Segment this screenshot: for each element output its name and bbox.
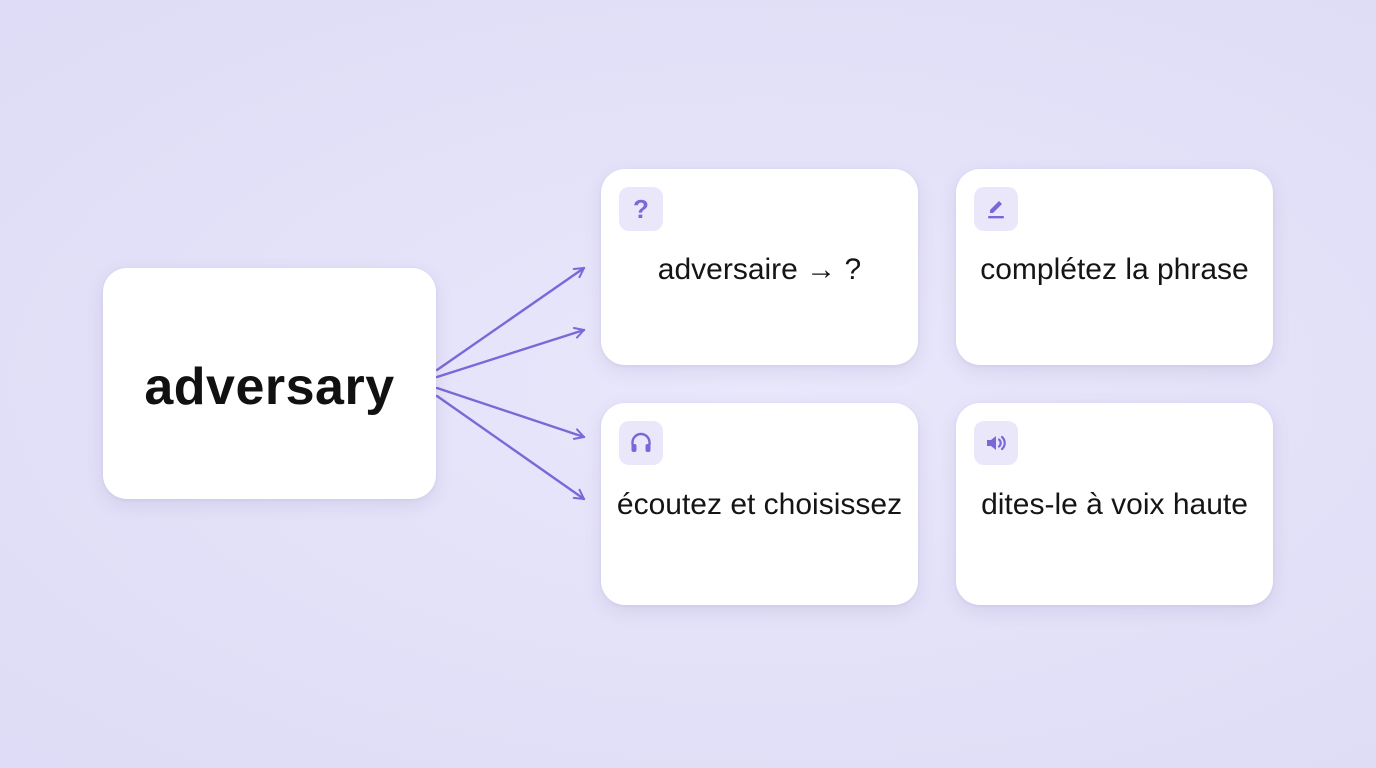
task-label-listen-choose: écoutez et choisissez bbox=[616, 488, 903, 521]
arrow-to-speak-task bbox=[435, 394, 586, 501]
arrow-to-complete-task bbox=[435, 326, 586, 379]
task-card-listen-choose[interactable]: écoutez et choisissez bbox=[601, 403, 918, 605]
task-label-say-aloud: dites-le à voix haute bbox=[981, 488, 1248, 521]
source-word-card: adversary bbox=[103, 268, 436, 499]
question-icon: ? bbox=[619, 187, 663, 231]
task-card-translate[interactable]: ? adversaire → ? bbox=[601, 169, 918, 365]
task-label-complete-sentence: complétez la phrase bbox=[980, 253, 1249, 286]
headphones-icon bbox=[619, 421, 663, 465]
source-word: adversary bbox=[144, 357, 395, 416]
task-card-complete-sentence[interactable]: complétez la phrase bbox=[956, 169, 1273, 365]
speaker-icon bbox=[974, 421, 1018, 465]
arrow-to-translate-task bbox=[435, 266, 586, 372]
task-label-translate: adversaire → ? bbox=[657, 253, 862, 286]
pencil-icon bbox=[974, 187, 1018, 231]
arrow-to-listen-task bbox=[435, 386, 586, 440]
task-card-say-aloud[interactable]: dites-le à voix haute bbox=[956, 403, 1273, 605]
